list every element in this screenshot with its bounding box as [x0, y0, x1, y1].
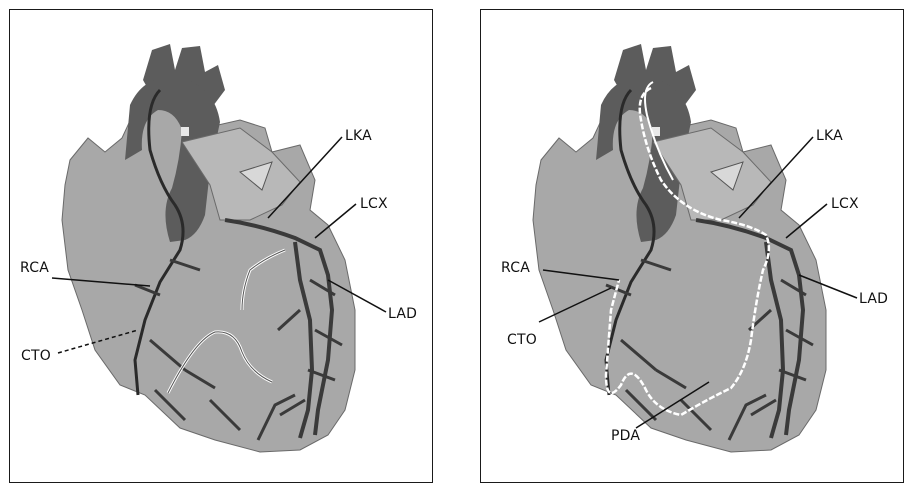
label-lka: LKA [345, 128, 372, 144]
aorta-notch [181, 127, 189, 136]
heart-diagram-right [481, 10, 905, 484]
label-lcx: LCX [831, 196, 859, 212]
heart-diagram-left [10, 10, 434, 484]
label-lad: LAD [388, 306, 417, 322]
label-lka: LKA [816, 128, 843, 144]
label-lcx: LCX [360, 196, 388, 212]
label-cto: CTO [21, 348, 51, 364]
label-pda: PDA [611, 428, 640, 444]
right-heart-panel: LKA LCX RCA LAD CTO PDA [480, 9, 904, 483]
label-rca: RCA [20, 260, 49, 276]
label-rca: RCA [501, 260, 530, 276]
left-heart-panel: LKA LCX RCA LAD CTO [9, 9, 433, 483]
label-lad: LAD [859, 291, 888, 307]
label-cto: CTO [507, 332, 537, 348]
